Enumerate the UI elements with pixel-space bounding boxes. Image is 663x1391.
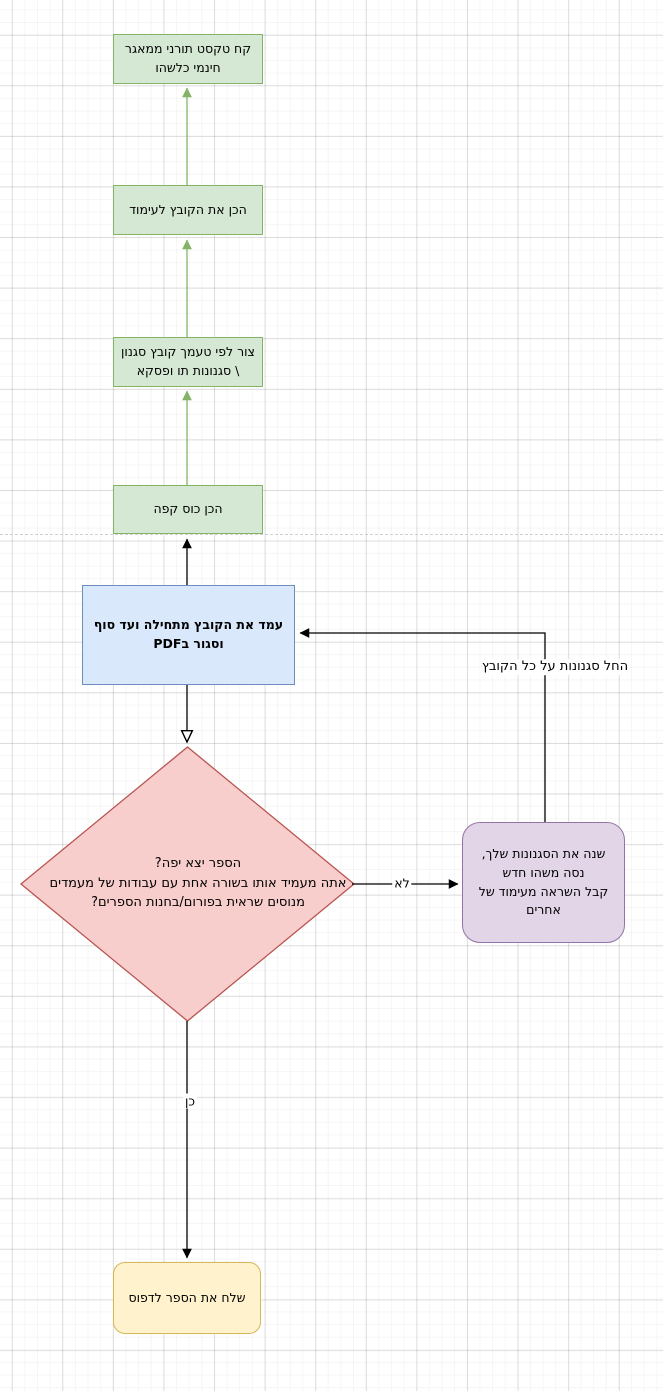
node-send-to-print[interactable]: שלח את הספר לדפוס [113, 1262, 261, 1334]
node-send-to-print-label: שלח את הספר לדפוס [128, 1289, 246, 1305]
node-make-coffee-label: הכן כוס קפה [153, 501, 223, 517]
node-layout-file[interactable]: עמד את הקובץ מתחילה ועד סוף וסגור בPDF [82, 585, 295, 685]
edge-label-no[interactable]: לא [392, 875, 412, 891]
node-take-text-label: קח טקסט תורני ממאגר חינמי כלשהו [124, 41, 252, 75]
edge-label-yes[interactable]: כן [182, 1093, 198, 1109]
node-prepare-file-label: הכן את הקובץ לעימוד [129, 201, 247, 217]
node-prepare-file[interactable]: הכן את הקובץ לעימוד [113, 185, 263, 235]
node-create-styles-label: צור לפי טעמך קובץ סגנון \ סגנונות תו ופס… [121, 344, 255, 378]
edge-apply-styles-feedback[interactable] [299, 628, 546, 822]
node-change-styles[interactable]: שנה את הסגנונות שלך, נסה משהו חדש קבל הש… [462, 822, 625, 943]
node-take-text[interactable]: קח טקסט תורני ממאגר חינמי כלשהו [113, 34, 263, 84]
node-make-coffee[interactable]: הכן כוס קפה [113, 485, 263, 534]
node-create-styles[interactable]: צור לפי טעמך קובץ סגנון \ סגנונות תו ופס… [113, 337, 263, 387]
page-boundary-dashed-line [0, 534, 663, 535]
decision-diamond-label: הספר יצא יפה? אתה מעמיד אותו בשורה אחת ע… [49, 856, 347, 910]
node-change-styles-label: שנה את הסגנונות שלך, נסה משהו חדש קבל הש… [478, 846, 609, 918]
node-layout-file-label: עמד את הקובץ מתחילה ועד סוף וסגור בPDF [93, 617, 284, 651]
edge-label-apply-styles[interactable]: החל סגנונות על כל הקובץ [479, 659, 631, 675]
